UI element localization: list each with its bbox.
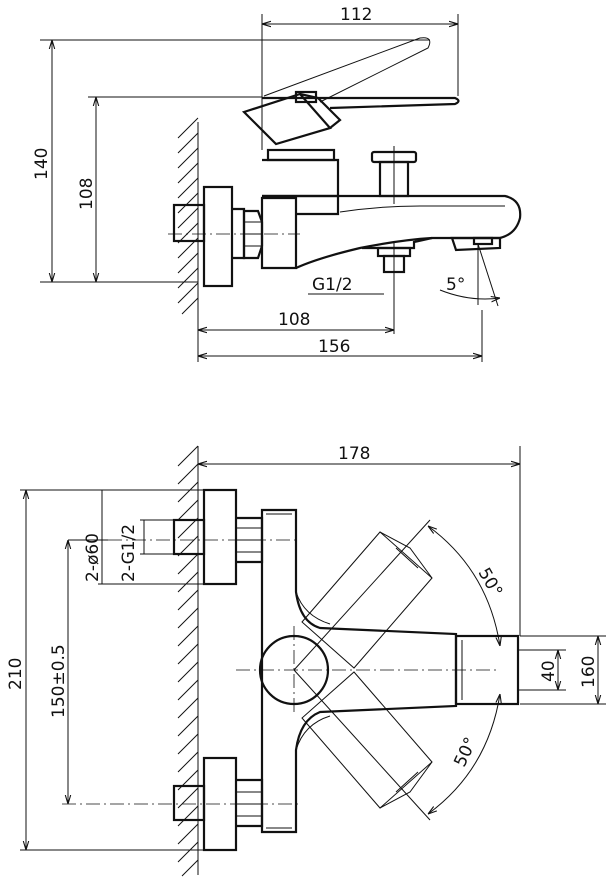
dim-label-108-horizontal: 108 — [278, 310, 310, 330]
wall-hatching-bottom — [177, 445, 199, 877]
handle-lever-side — [241, 37, 460, 146]
angle-50-arcs: 50° 50° — [293, 519, 506, 821]
dim-label-112: 112 — [340, 5, 372, 25]
plan-view: 50° 50° 178 210 150±0.5 2-ø60 — [6, 444, 606, 877]
mixer-body-side — [260, 148, 340, 270]
dim-label-108-vertical: 108 — [77, 178, 97, 210]
dim-label-156: 156 — [318, 337, 350, 357]
angle-label-5: 5° — [446, 275, 465, 295]
dim-40: 40 — [518, 649, 566, 691]
dim-label-178: 178 — [338, 444, 370, 464]
thread-label-top: G1/2 — [308, 275, 384, 295]
dim-label-150: 150±0.5 — [49, 644, 69, 718]
dim-label-210: 210 — [6, 658, 26, 690]
wall-hatching-top — [177, 117, 199, 315]
angle-5-top: 5° — [439, 243, 500, 307]
dim-label-diam-60: 2-ø60 — [83, 533, 103, 582]
spout-side — [295, 194, 522, 270]
dim-150: 150±0.5 — [49, 539, 108, 804]
dim-140-top: 140 — [32, 39, 430, 283]
handle-ghost-lower — [301, 671, 433, 809]
dim-108-vertical: 108 — [77, 96, 262, 282]
wall-connector-top — [172, 185, 264, 288]
thread-label-g12-top: G1/2 — [312, 275, 353, 295]
dim-label-140: 140 — [32, 148, 52, 180]
angle-label-50-upper: 50° — [474, 565, 506, 601]
dim-label-thread-g12: 2-G1/2 — [119, 524, 139, 582]
dim-label-160: 160 — [579, 656, 599, 688]
diverter-knob-side — [370, 146, 418, 204]
handle-ghost-upper — [301, 531, 433, 669]
dim-156: 156 — [198, 310, 483, 362]
dim-108-horizontal: 108 — [197, 300, 395, 362]
dim-thread-g12: 2-G1/2 — [119, 519, 174, 582]
dim-160: 160 — [520, 635, 606, 705]
dim-178: 178 — [197, 444, 521, 636]
dim-label-40: 40 — [539, 660, 559, 682]
hose-outlet-side — [362, 236, 433, 300]
dim-diam-60: 2-ø60 — [83, 490, 204, 585]
angle-label-50-lower: 50° — [450, 734, 481, 770]
side-view: 112 140 108 G1/2 5° — [32, 5, 522, 362]
dim-210: 210 — [6, 489, 204, 851]
lower-connector — [62, 756, 300, 852]
dim-112-top: 112 — [261, 5, 459, 150]
